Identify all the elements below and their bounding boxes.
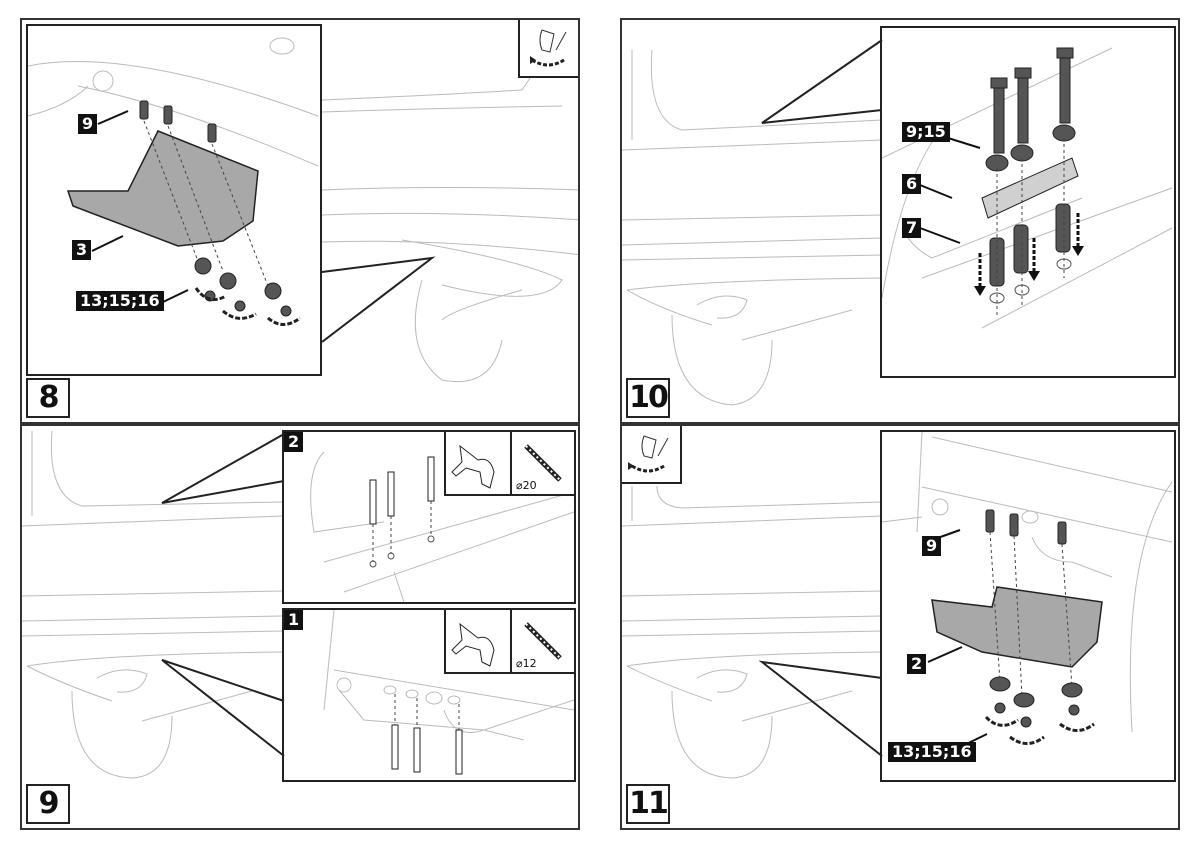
callout-label: 6: [902, 174, 922, 194]
step-10-detail-inset: 9;15 6 7: [880, 26, 1176, 378]
substep-number: 1: [284, 610, 304, 630]
step-number: 10: [626, 378, 670, 418]
car-underbody-drawing: [622, 485, 883, 779]
drill-bit-icon: ⌀12: [510, 610, 574, 674]
step-11-detail-inset: 9 2 13;15;16: [880, 430, 1176, 782]
drill-icon: [444, 610, 510, 674]
car-underbody-drawing: [22, 430, 283, 779]
hand-tighten-nut-icon: [622, 426, 682, 484]
bracket-part-3: [66, 130, 259, 247]
substep-number: 2: [284, 432, 304, 452]
bracket-part-2: [931, 586, 1103, 668]
car-underbody-drawing: [622, 49, 883, 406]
callout-label: 9: [78, 114, 98, 134]
drill-icon: [444, 432, 510, 496]
step-8-panel: 9 3 13;15;16 8: [20, 18, 580, 424]
callout-label: 13;15;16: [888, 742, 976, 762]
drill-diameter: ⌀12: [516, 657, 537, 670]
step-8-detail-inset: 9 3 13;15;16: [26, 24, 322, 376]
step-11-panel: 9 2 13;15;16 11: [620, 424, 1180, 830]
step-number: 11: [626, 784, 670, 824]
callout-label: 7: [902, 218, 922, 238]
callout-label: 9: [922, 536, 942, 556]
callout-label: 3: [72, 240, 92, 260]
step-number: 9: [26, 784, 70, 824]
substep-2-inset: 2 ⌀20: [282, 430, 576, 604]
substep-1-inset: 1 ⌀12: [282, 608, 576, 782]
callout-label: 9;15: [902, 122, 950, 142]
callout-label: 13;15;16: [76, 291, 164, 311]
callout-label: 2: [907, 654, 927, 674]
plate-part-6: [981, 157, 1079, 219]
hand-tighten-nut-icon: [518, 20, 578, 78]
drill-bit-icon: ⌀20: [510, 432, 574, 496]
drill-diameter: ⌀20: [516, 479, 537, 492]
step-9-panel: 2 ⌀20: [20, 424, 580, 830]
step-10-panel: 9;15 6 7 10: [620, 18, 1180, 424]
step-number: 8: [26, 378, 70, 418]
